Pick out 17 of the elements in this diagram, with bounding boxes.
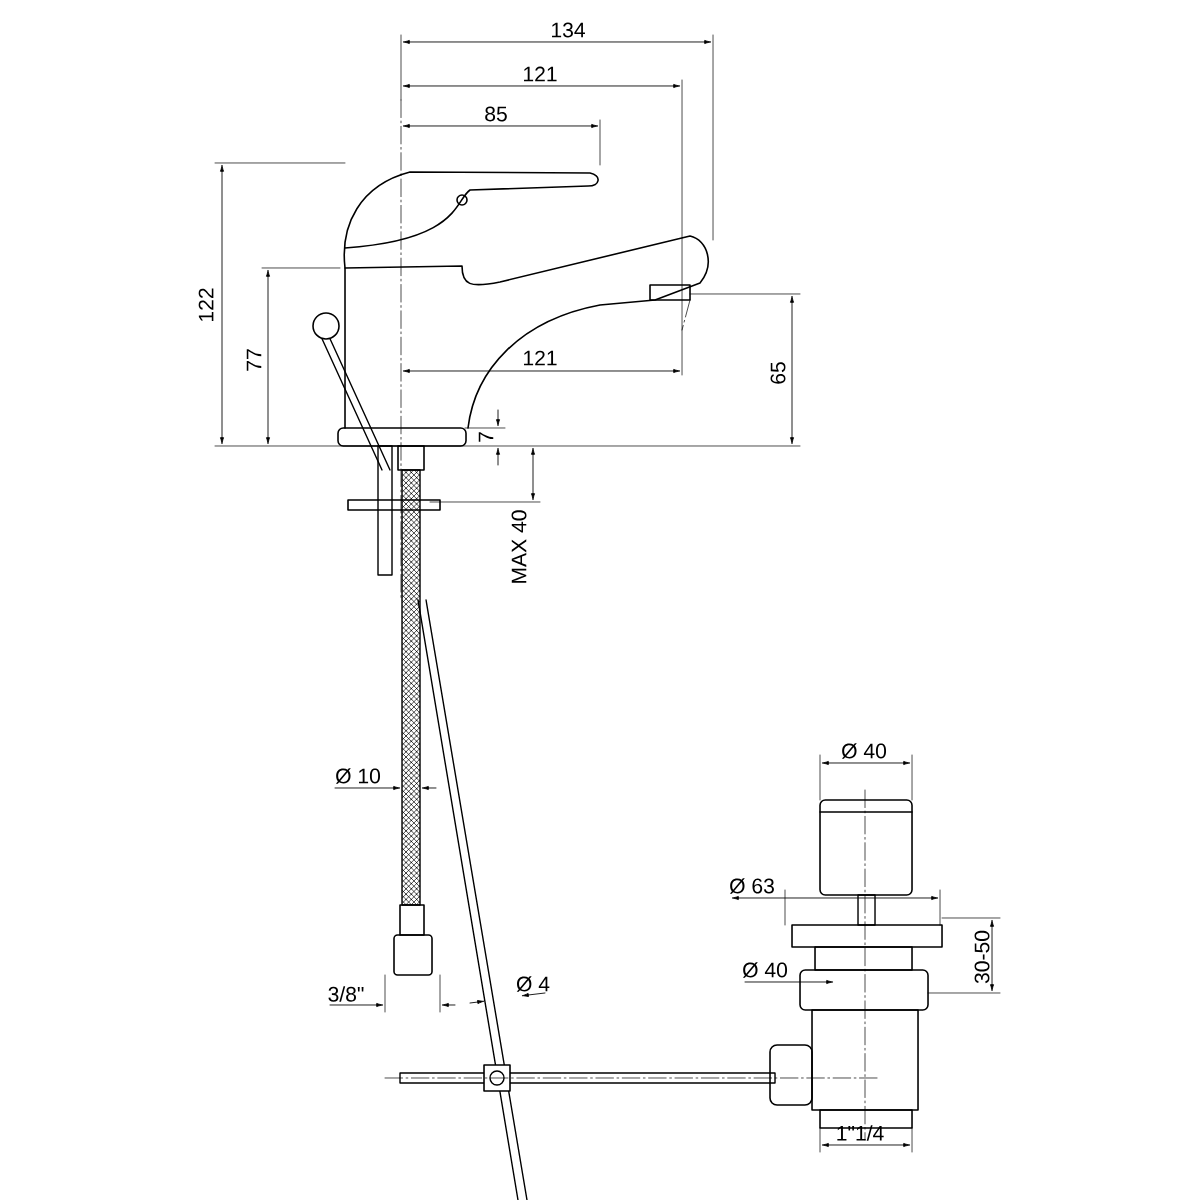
dimension-label: 77 — [246, 349, 262, 371]
dimension-label: Ø 63 — [729, 878, 774, 894]
dimension-label: 1"1/4 — [837, 1125, 884, 1141]
dimension-label: Ø 4 — [516, 976, 550, 992]
dimension-label: 85 — [485, 106, 507, 122]
dimension-label: 65 — [770, 362, 786, 384]
dimension-label: 122 — [198, 288, 214, 321]
dimension-label: 7 — [478, 432, 494, 442]
dimension-label: Ø 40 — [841, 743, 887, 759]
dimension-label: 121 — [524, 350, 557, 366]
dimension-label: Ø 10 — [335, 768, 381, 784]
dimension-label: 121 — [524, 66, 557, 82]
dimension-label: Ø 40 — [742, 962, 788, 978]
dimension-label: 3/8" — [328, 986, 364, 1002]
dimension-label: 30-50 — [974, 930, 990, 984]
dimension-label: 134 — [552, 22, 585, 38]
dimension-label: MAX 40 — [511, 510, 527, 583]
